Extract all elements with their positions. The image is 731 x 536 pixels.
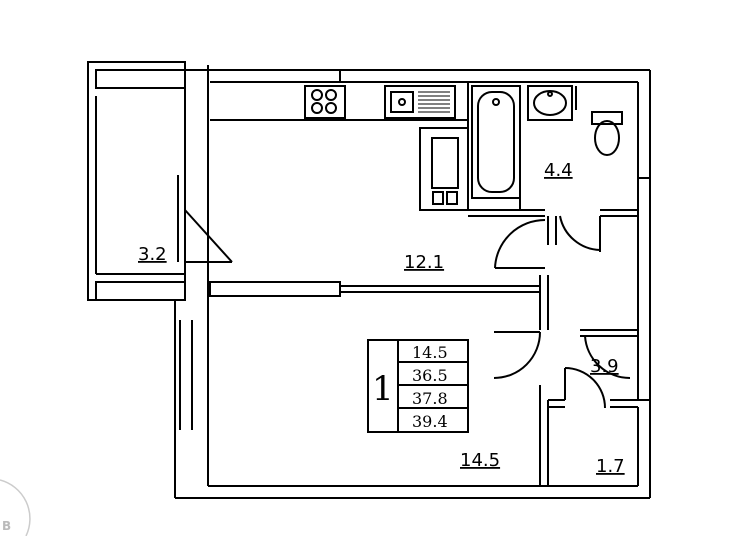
summary-area-4: 39.4 [412, 412, 448, 431]
watermark: B [0, 479, 31, 536]
bathroom-fixtures [467, 82, 650, 210]
kitchen-counter [210, 85, 468, 121]
toilet [591, 111, 623, 125]
stove [304, 85, 346, 119]
sink [384, 85, 456, 119]
kitchen-area-label: 12.1 [404, 252, 444, 273]
bathroom-area-label: 4.4 [544, 160, 573, 181]
interior-walls [209, 209, 650, 486]
watermark-text: B [2, 519, 11, 533]
balcony-area-label: 3.2 [138, 244, 167, 265]
room-count: 1 [372, 369, 394, 409]
windows [179, 70, 341, 430]
hall-area-label: 3.9 [590, 356, 619, 377]
living-room-area-label: 14.5 [460, 450, 500, 471]
closet-area-label: 1.7 [596, 456, 625, 477]
doors [493, 215, 631, 409]
summary-area-2: 36.5 [412, 366, 448, 385]
summary-living-area: 14.5 [412, 343, 448, 362]
washbasin [527, 85, 573, 121]
fridge [419, 127, 469, 211]
balcony [87, 61, 233, 301]
summary-area-3: 37.8 [412, 389, 448, 408]
area-summary-table: 1 14.5 36.5 37.8 39.4 [367, 339, 469, 433]
bathtub [471, 85, 521, 199]
